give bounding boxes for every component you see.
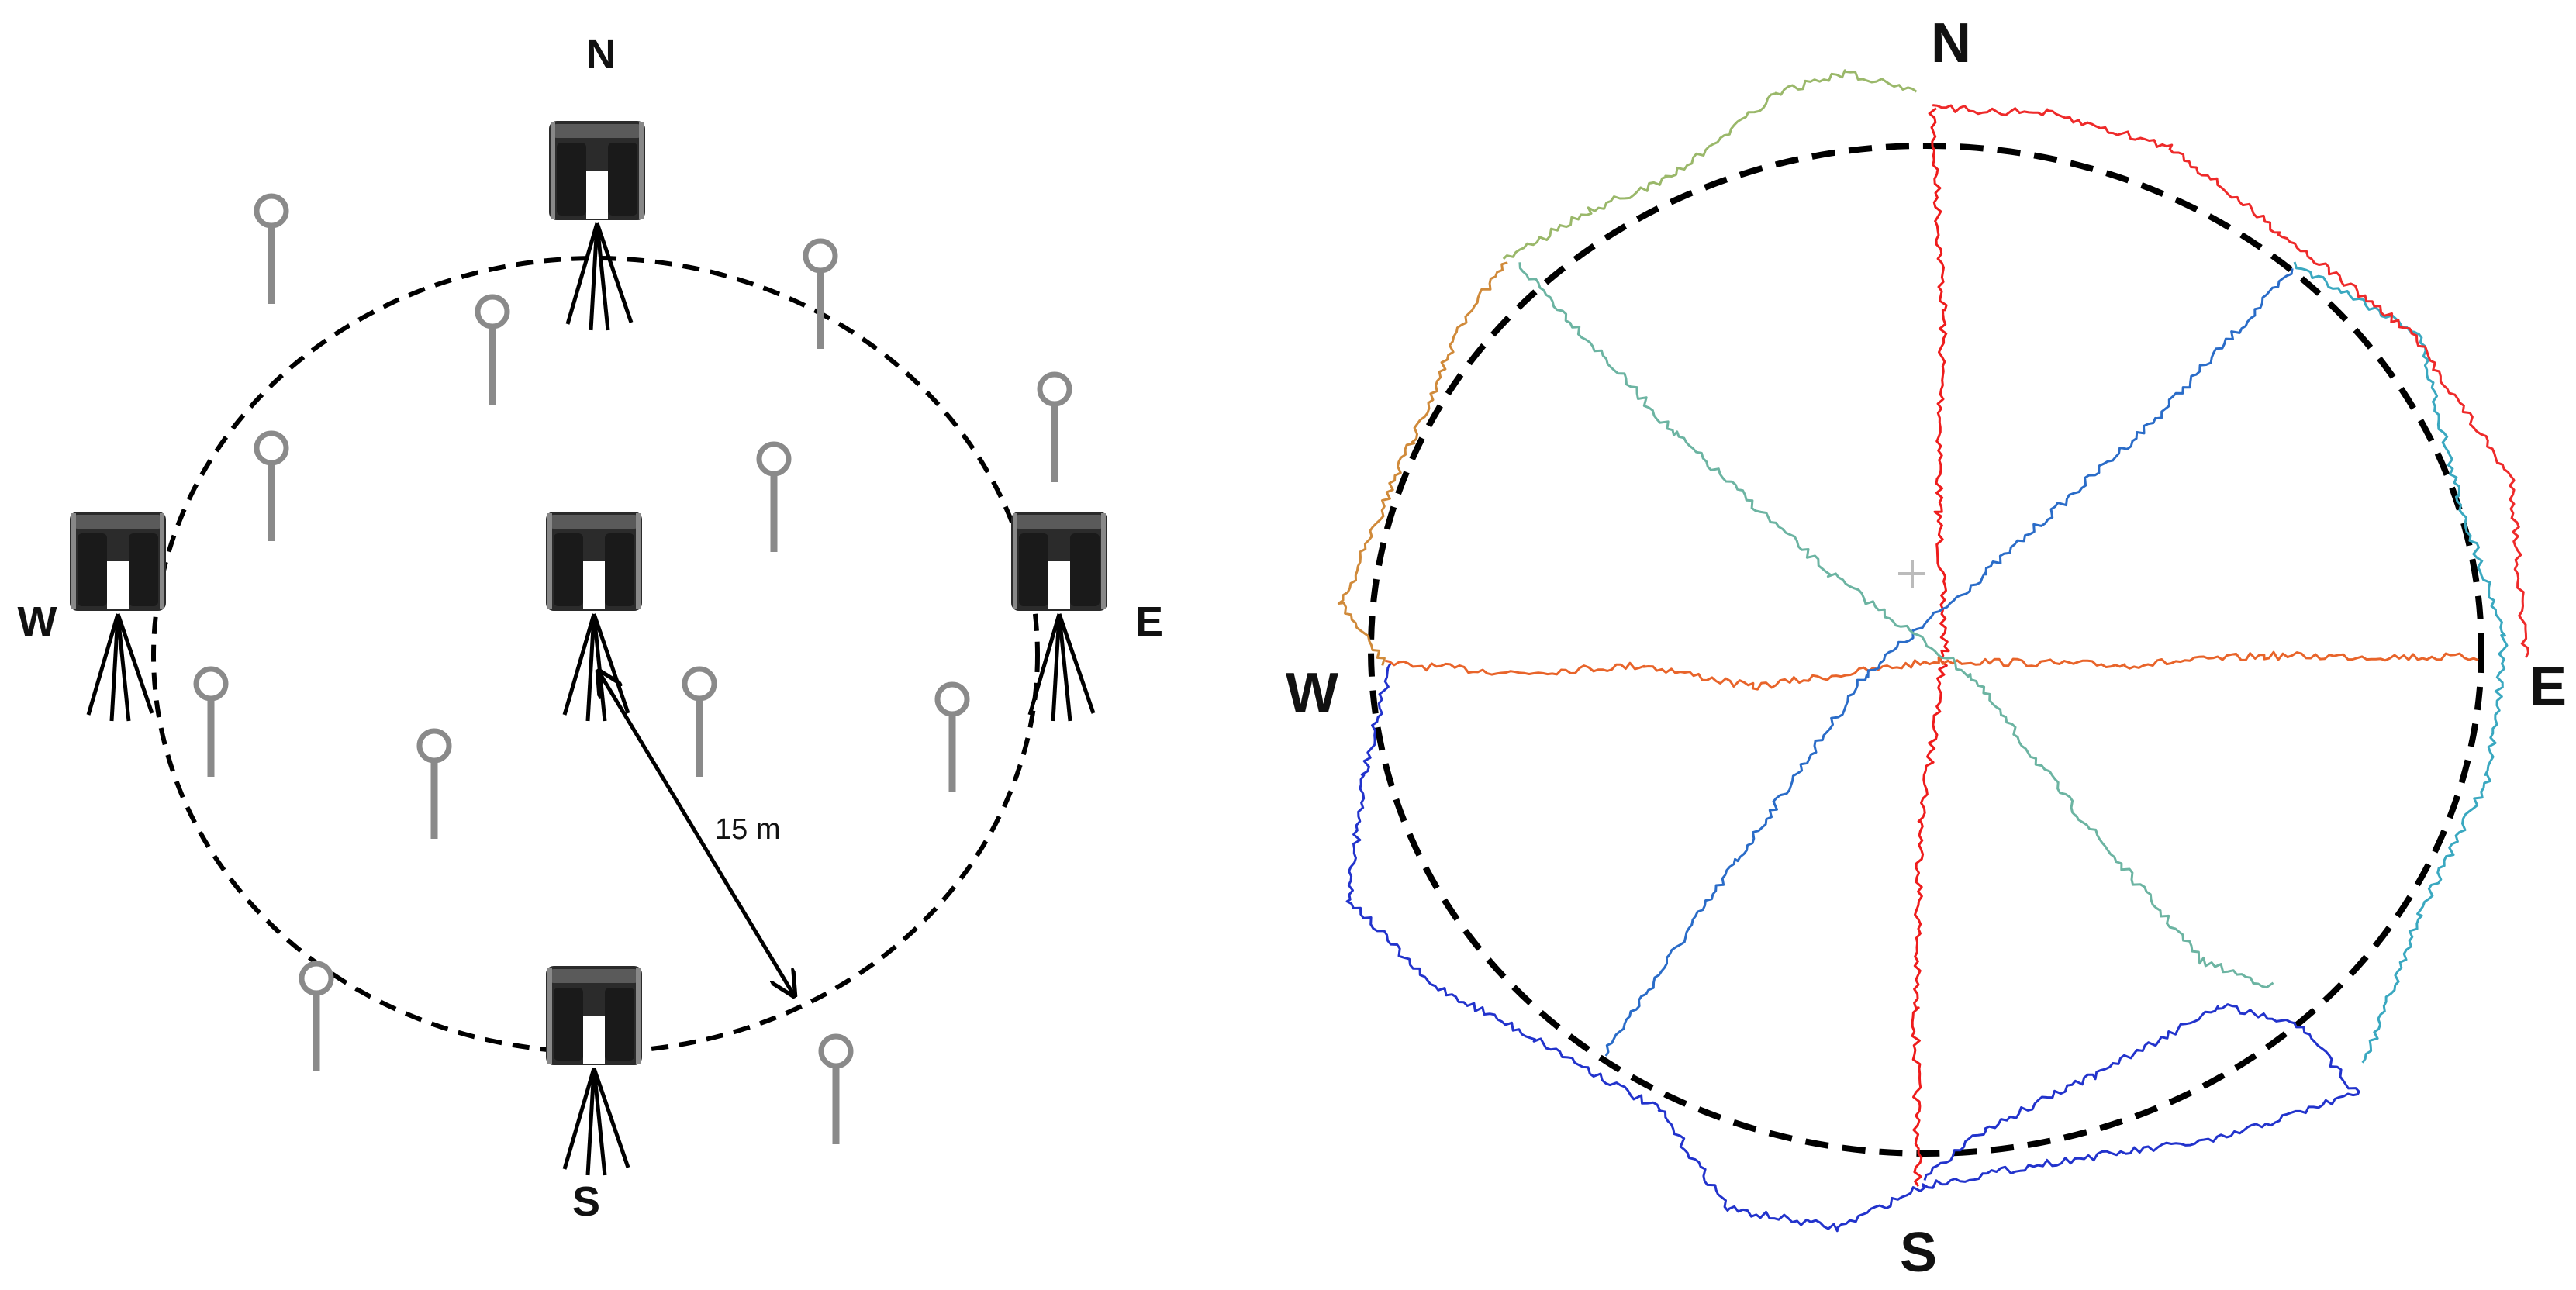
trajectory-east-arc — [2293, 261, 2509, 1064]
reference-target-pole-icon — [806, 241, 835, 349]
reference-target-pole-icon — [938, 685, 967, 792]
reference-target-pole-icon — [302, 964, 331, 1071]
laser-scanner-center-icon — [546, 512, 642, 721]
trajectory-west-east — [1384, 650, 2479, 691]
laser-scanner-north-icon — [549, 121, 645, 330]
north-label: N — [1931, 12, 1971, 74]
laser-scanner-east-icon — [1011, 512, 1107, 721]
reference-target-pole-icon — [257, 196, 286, 304]
reference-target-pole-icon — [420, 731, 449, 839]
laser-scanner-west-icon — [70, 512, 166, 721]
trajectories — [1337, 69, 2529, 1233]
trajectory-southwest-northeast — [1604, 268, 2294, 1057]
west-label: W — [1286, 662, 1338, 724]
laser-scanner-south-icon — [546, 966, 642, 1175]
reference-target-pole-icon — [759, 444, 789, 552]
trajectory-north-to-east-arc — [1932, 104, 2529, 658]
left-panel: 15 m N S W E — [18, 31, 1164, 1225]
west-label: W — [18, 598, 57, 645]
reference-target-pole-icon — [196, 669, 226, 777]
reference-circle-dashed — [1368, 143, 2484, 1157]
south-label: S — [572, 1178, 600, 1225]
reference-target-pole-icon — [821, 1036, 851, 1144]
reference-target-pole-icon — [478, 297, 507, 405]
east-label: E — [2529, 656, 2567, 718]
trajectory-west-to-south-loop — [1345, 663, 2360, 1233]
scan-circle-dashed — [151, 256, 1040, 1054]
trajectory-west-arc — [1337, 261, 1508, 666]
reference-target-pole-icon — [1040, 374, 1069, 482]
north-label: N — [586, 31, 616, 78]
trajectory-northwest-southeast — [1518, 262, 2274, 989]
reference-target-pole-icon — [685, 669, 714, 777]
radius-arrow — [599, 671, 794, 995]
radius-label: 15 m — [715, 813, 780, 846]
reference-target-pole-icon — [257, 433, 286, 541]
right-panel: N S W E — [1286, 12, 2567, 1284]
east-label: E — [1135, 598, 1163, 645]
trajectory-north-south — [1911, 107, 1950, 1187]
trajectory-north-to-west-arc — [1502, 69, 1918, 260]
south-label: S — [1900, 1222, 1937, 1284]
